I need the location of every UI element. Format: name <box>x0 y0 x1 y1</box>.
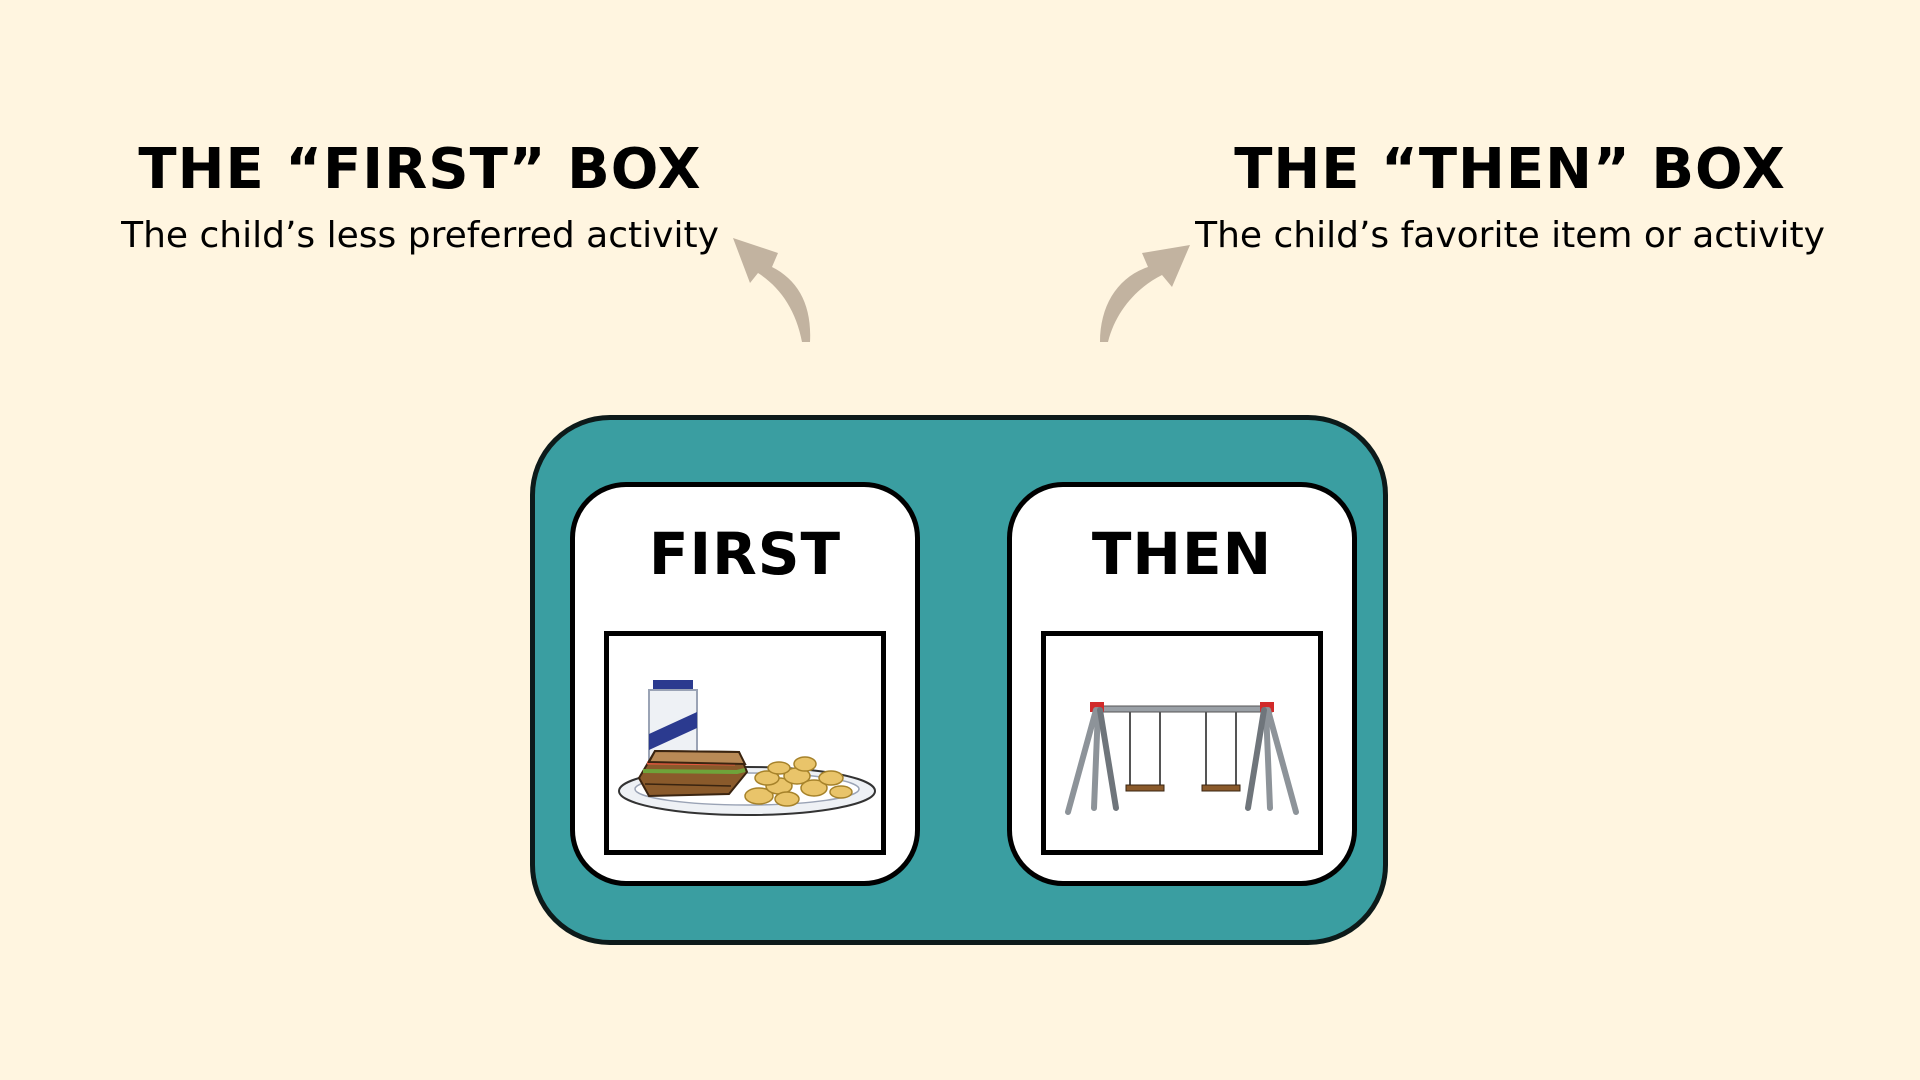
then-box-label: THE “THEN” BOX The child’s favorite item… <box>1180 142 1840 254</box>
first-card-title: FIRST <box>648 520 842 588</box>
then-card: THEN <box>1007 482 1357 886</box>
curved-arrow-left-icon <box>733 238 811 342</box>
then-box-title: THE “THEN” BOX <box>1234 137 1786 202</box>
first-box-description: The child’s less preferred activity <box>121 215 719 256</box>
first-card: FIRST <box>570 482 920 886</box>
then-card-title: THEN <box>1091 520 1273 588</box>
then-box-description: The child’s favorite item or activity <box>1195 215 1825 256</box>
first-card-picture <box>604 631 886 855</box>
swing-set-icon <box>1065 702 1299 815</box>
curved-arrow-right-icon <box>1100 245 1190 342</box>
first-box-title: THE “FIRST” BOX <box>138 137 702 202</box>
first-box-label: THE “FIRST” BOX The child’s less preferr… <box>90 142 750 254</box>
first-then-board: FIRST <box>530 415 1388 945</box>
then-card-picture <box>1041 631 1323 855</box>
lunch-icon <box>618 680 876 816</box>
